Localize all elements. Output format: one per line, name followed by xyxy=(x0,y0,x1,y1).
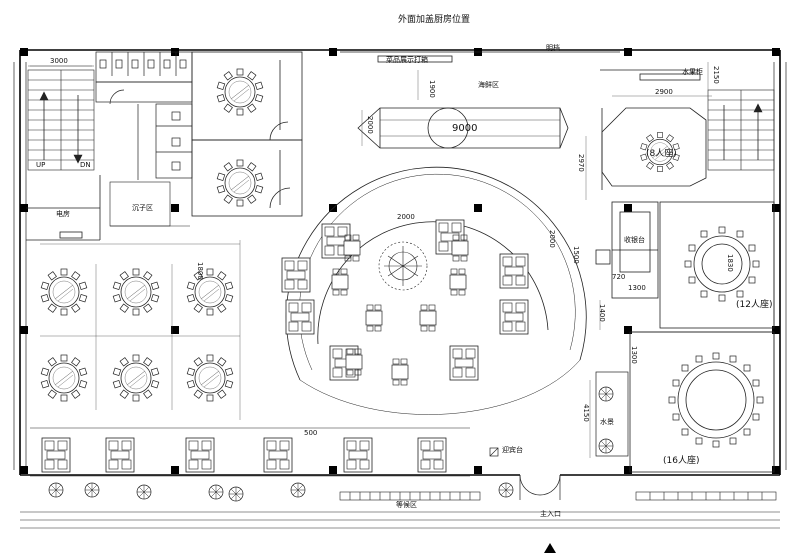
water-feature xyxy=(595,371,629,457)
dim-4150: 4150 xyxy=(582,404,590,422)
room-12-label: (12人座) xyxy=(736,300,773,310)
dim-1400: 1400 xyxy=(598,304,606,322)
stair-dn-label: DN xyxy=(80,161,91,169)
stair-up-label: UP xyxy=(36,161,46,169)
dim-9000: 9000 xyxy=(452,123,478,134)
dim-720: 720 xyxy=(612,273,626,281)
room-16-seat xyxy=(629,331,775,473)
dimension-lines xyxy=(30,62,712,458)
dim-2970: 2970 xyxy=(577,154,585,172)
dining-zone-label: 沉子区 xyxy=(132,204,153,212)
room-12-chairs xyxy=(684,226,760,302)
cashier-area xyxy=(595,201,659,299)
room-16-chairs xyxy=(668,352,764,448)
dim-2900: 2900 xyxy=(655,88,673,96)
hall-round-tables xyxy=(41,269,233,401)
dim-1800: 1800 xyxy=(196,262,204,280)
columns xyxy=(20,48,780,474)
seafood-area-label: 海鲜区 xyxy=(478,81,499,89)
electric-room xyxy=(26,175,101,241)
left-staircase xyxy=(27,65,95,171)
dim-2000b: 2000 xyxy=(397,213,415,221)
dim-500: 500 xyxy=(304,429,318,437)
private-rooms-left xyxy=(191,51,303,217)
room-8-seat xyxy=(601,107,707,190)
plan-title: 外面加盖厨房位置 xyxy=(398,15,471,25)
waiting-bench xyxy=(339,491,777,501)
facade-lines xyxy=(20,511,780,529)
electric-room-label: 电房 xyxy=(56,210,70,218)
dim-1900: 1900 xyxy=(428,80,436,98)
dim-1830: 1830 xyxy=(726,254,734,272)
dim-2150: 2150 xyxy=(712,66,720,84)
central-tree xyxy=(378,241,428,291)
dim-1300b: 1300 xyxy=(630,346,638,364)
waiting-label: 等候区 xyxy=(396,501,417,509)
north-arrow xyxy=(544,543,556,553)
room-8-label: (8人座) xyxy=(646,149,677,159)
water-bar-label: 水果柜 xyxy=(682,68,703,76)
entrance-label: 主入口 xyxy=(540,510,561,518)
lower-booths xyxy=(41,437,447,473)
water-feature-label: 水景 xyxy=(600,418,614,426)
main-entrance-door xyxy=(519,474,561,500)
display-counter xyxy=(340,51,701,81)
circular-zone-tables xyxy=(331,234,469,386)
reception-desk-slash xyxy=(489,447,499,457)
lower-booth-frame xyxy=(30,427,470,477)
right-staircase xyxy=(707,89,775,171)
hall-dimension-lines xyxy=(40,240,241,420)
dim-2000: 2000 xyxy=(366,116,374,134)
circular-zone-booths xyxy=(281,219,529,381)
dim-1500: 1500 xyxy=(572,246,580,264)
reception-desk-symbol xyxy=(489,447,499,457)
dim-3000: 3000 xyxy=(50,57,68,65)
room-12-seat xyxy=(659,201,775,329)
room-16-label: (16人座) xyxy=(663,456,700,466)
restrooms xyxy=(95,51,193,180)
cashier-label: 收银台 xyxy=(624,236,645,244)
display-counter-label: 菜品展示打箱 xyxy=(386,56,428,64)
corridor-label: 明档 xyxy=(546,44,560,52)
dim-2000c: 2000 xyxy=(548,230,556,248)
kitchen-corridor xyxy=(109,181,190,227)
reception-label: 迎宾台 xyxy=(502,446,523,454)
seafood-display xyxy=(357,107,569,149)
dim-1300: 1300 xyxy=(628,284,646,292)
outer-walls xyxy=(13,49,787,476)
